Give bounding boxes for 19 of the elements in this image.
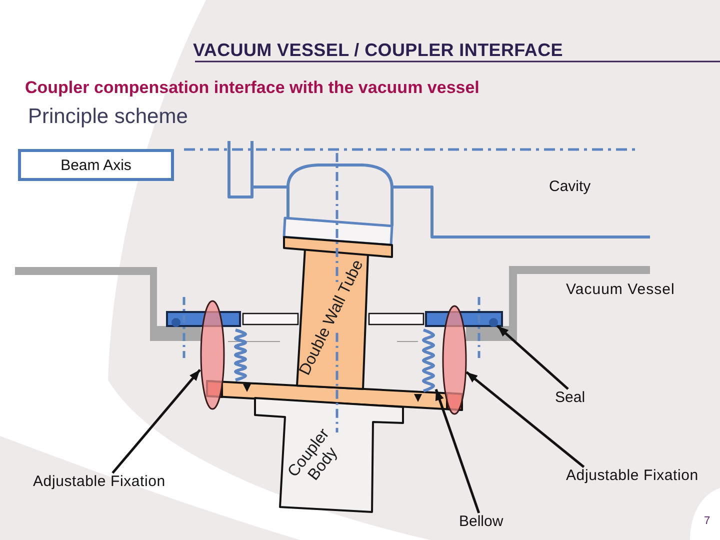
slide-title: VACUUM VESSEL / COUPLER INTERFACE: [193, 40, 563, 61]
leader-arrow: [112, 368, 201, 474]
bellows-spring: [421, 328, 436, 393]
part-label: Vacuum Vessel: [566, 281, 675, 298]
section-heading: Principle scheme: [28, 105, 188, 130]
part-label: Adjustable Fixation: [33, 473, 166, 490]
subtitle: Coupler compensation interface with the vacuum vessel: [25, 78, 480, 98]
fixation-ellipse: [442, 305, 466, 415]
label-box: Beam Axis: [18, 149, 174, 181]
part-label: Cavity: [549, 178, 591, 196]
fixation-ellipse: [200, 300, 225, 410]
seal-dot: [488, 318, 498, 326]
part-label: Seal: [555, 389, 586, 406]
part-label: Adjustable Fixation: [566, 467, 698, 484]
leader-arrow: [466, 371, 585, 468]
page-number: 7: [704, 515, 710, 528]
leader-arrow: [434, 388, 480, 514]
part-label: Bellow: [459, 513, 504, 530]
leader-arrow: [496, 325, 569, 390]
